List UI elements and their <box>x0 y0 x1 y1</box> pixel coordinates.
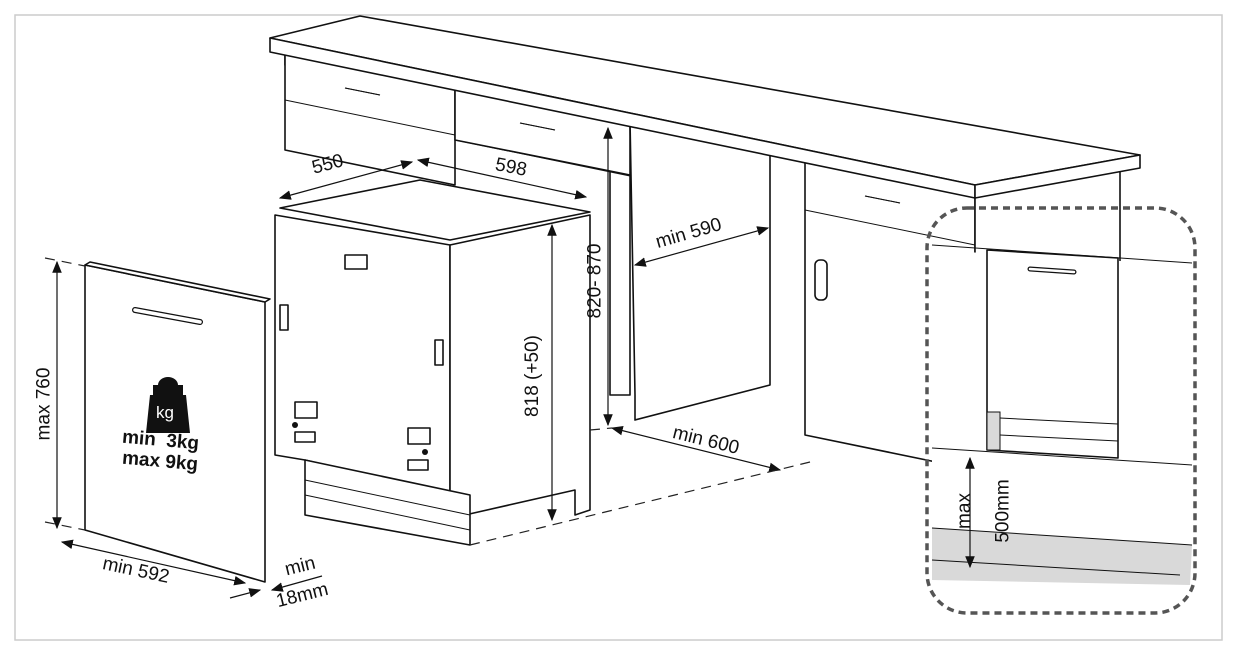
dimension-lines <box>44 126 811 599</box>
appliance-height-label: 818 (+50) <box>521 335 543 417</box>
door-panel <box>84 261 271 583</box>
weight-icon <box>146 377 190 433</box>
countertop <box>269 15 1141 199</box>
weight-icon-label: kg <box>156 403 174 422</box>
plinth-max-label: max <box>953 493 975 529</box>
plinth-height-label: 500mm <box>992 479 1014 543</box>
niche-height-label: 820- 870 <box>584 243 606 319</box>
plinth-callout <box>925 206 1197 615</box>
door-height-label: max 760 <box>33 367 55 441</box>
frame-border <box>14 14 1223 641</box>
